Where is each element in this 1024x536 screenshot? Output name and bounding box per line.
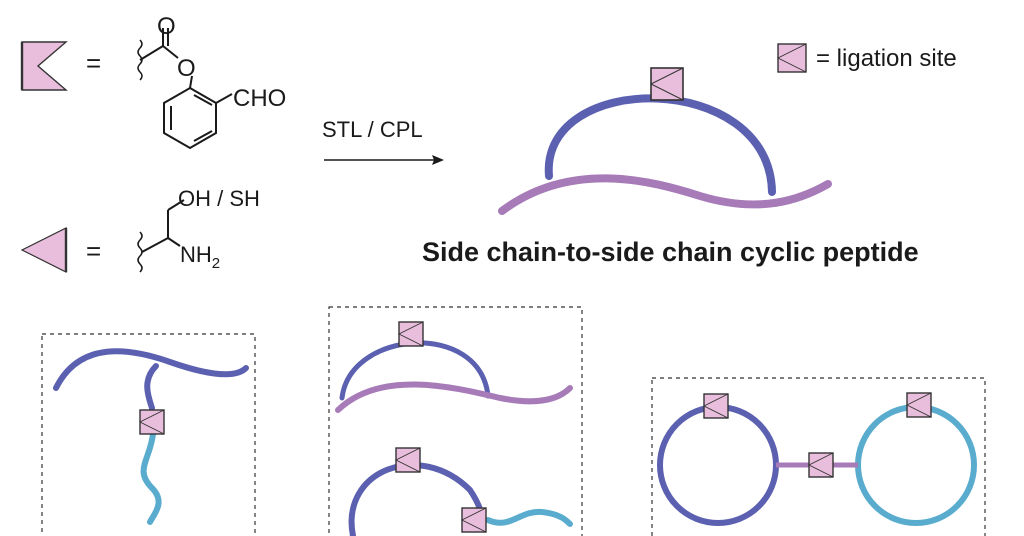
aldehyde-label: CHO bbox=[233, 85, 286, 112]
reaction-label: STL / CPL bbox=[322, 117, 423, 142]
carbonyl-oxygen: O bbox=[157, 13, 176, 40]
equals-sign-2: = bbox=[86, 236, 101, 266]
salicylaldehyde-ester-flag-icon bbox=[20, 41, 68, 91]
ser-cys-triangle-icon bbox=[20, 227, 68, 273]
salicylaldehyde-ester-structure bbox=[139, 28, 233, 150]
purple-peptide-strand bbox=[498, 174, 832, 215]
ester-oxygen: O bbox=[177, 55, 196, 82]
ligation-site-box-icon bbox=[139, 409, 165, 435]
ligation-site-box-icon bbox=[906, 392, 932, 418]
amine-subscript: 2 bbox=[212, 255, 220, 272]
ligation-site-box-icon bbox=[461, 507, 487, 533]
amine-label: NH bbox=[180, 242, 212, 267]
product-title: Side chain-to-side chain cyclic peptide bbox=[422, 237, 919, 267]
ser-cys-structure bbox=[141, 199, 185, 253]
ligation-site-box-icon bbox=[395, 447, 421, 473]
ligation-site-box-icon bbox=[398, 321, 424, 347]
branched-peptide-diagram bbox=[53, 348, 249, 525]
cyclic-peptide-tailed bbox=[348, 447, 573, 536]
panel-bicyclic bbox=[651, 377, 986, 536]
ligation-site-label: = ligation site bbox=[816, 45, 957, 72]
equals-sign-1: = bbox=[86, 48, 101, 78]
cyclic-peptide-main bbox=[498, 67, 832, 215]
wavy-bond bbox=[137, 39, 143, 81]
ligation-site-box-icon bbox=[650, 67, 684, 101]
reaction-arrow-icon bbox=[324, 155, 444, 165]
bicyclic-peptide-diagram bbox=[657, 392, 977, 526]
hydroxyl-thiol-label: OH / SH bbox=[178, 186, 260, 211]
ligation-site-box-icon bbox=[703, 393, 729, 419]
ligation-site-box-icon bbox=[776, 43, 807, 73]
wavy-bond-2 bbox=[137, 231, 143, 273]
ligation-site-box-icon bbox=[808, 452, 834, 478]
cyclic-peptide-small bbox=[335, 321, 573, 413]
panel-branched bbox=[41, 333, 256, 536]
panel-cyclic-variants bbox=[328, 306, 583, 536]
svg-text:NH2: NH2 bbox=[180, 242, 220, 272]
